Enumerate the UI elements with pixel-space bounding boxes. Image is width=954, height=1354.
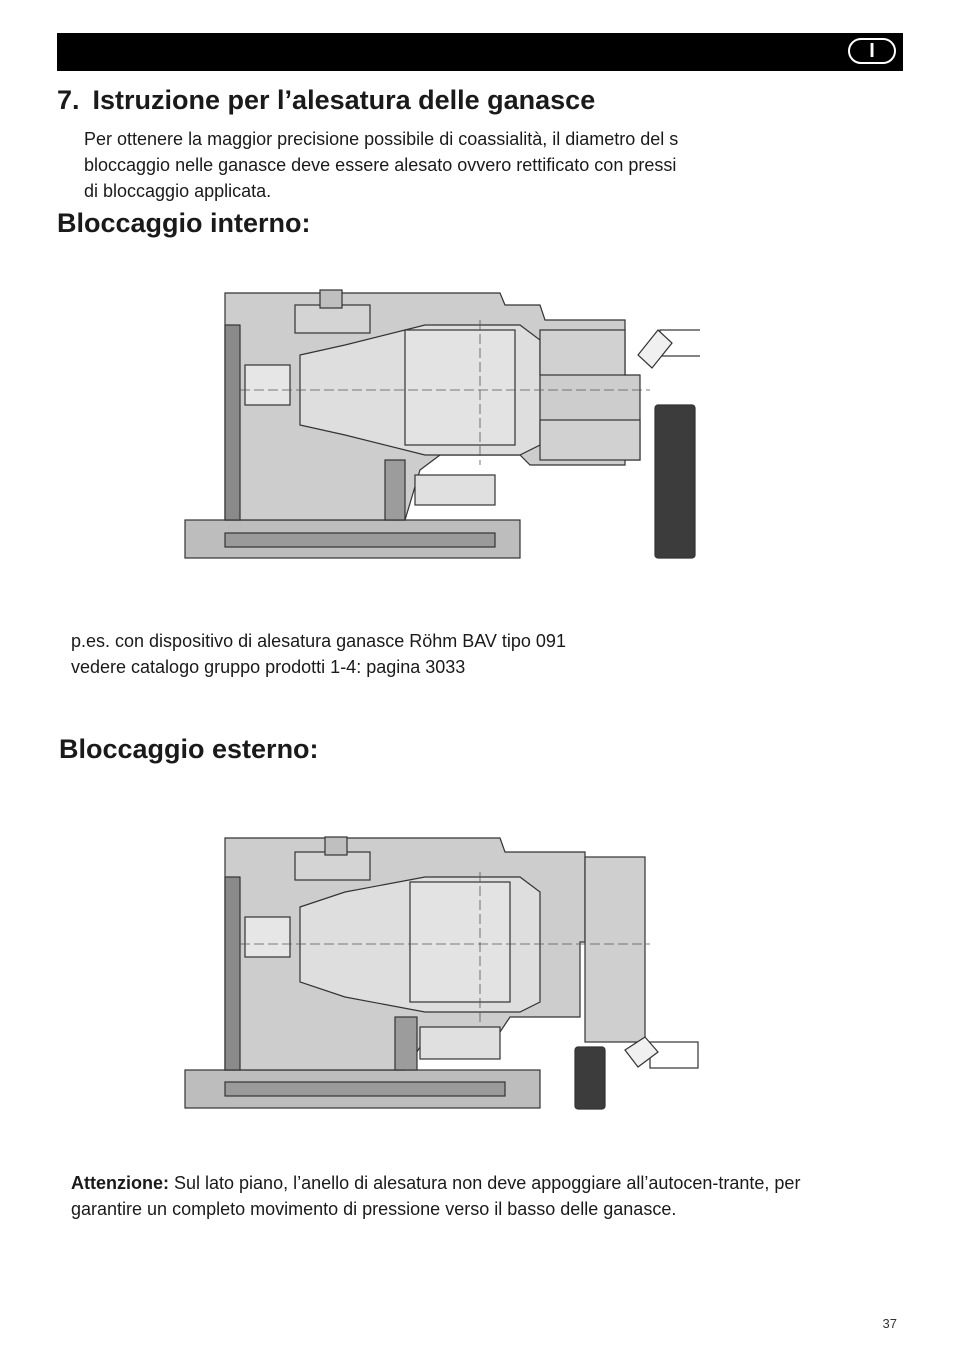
intro-line: bloccaggio nelle ganasce deve essere ale… bbox=[84, 155, 677, 175]
internal-clamping-drawing bbox=[184, 289, 700, 559]
caption-line: p.es. con dispositivo di alesatura ganas… bbox=[71, 631, 566, 651]
intro-line: Per ottenere la maggior precisione possi… bbox=[84, 129, 679, 149]
external-clamping-drawing bbox=[184, 836, 699, 1110]
attention-note: Attenzione: Sul lato piano, l’anello di … bbox=[71, 1170, 831, 1222]
intro-paragraph: Per ottenere la maggior precisione possi… bbox=[84, 126, 758, 204]
section-title: 7. Istruzione per l’alesatura delle gana… bbox=[57, 85, 595, 116]
header-bar: I bbox=[57, 33, 903, 71]
intro-line: di bloccaggio applicata. bbox=[84, 181, 272, 201]
internal-caption: p.es. con dispositivo di alesatura ganas… bbox=[71, 628, 566, 680]
internal-clamping-title: Bloccaggio interno: bbox=[57, 208, 311, 238]
external-clamping-title: Bloccaggio esterno: bbox=[59, 734, 319, 764]
section-number: 7. bbox=[57, 85, 80, 115]
attention-label: Attenzione: bbox=[71, 1173, 169, 1193]
attention-text: Sul lato piano, l’anello di alesatura no… bbox=[71, 1173, 801, 1219]
caption-line: vedere catalogo gruppo prodotti 1-4: pag… bbox=[71, 657, 466, 677]
section-title-text: Istruzione per l’alesatura delle ganasce bbox=[92, 85, 596, 115]
page-number: 37 bbox=[882, 1316, 897, 1331]
language-badge: I bbox=[848, 38, 896, 64]
